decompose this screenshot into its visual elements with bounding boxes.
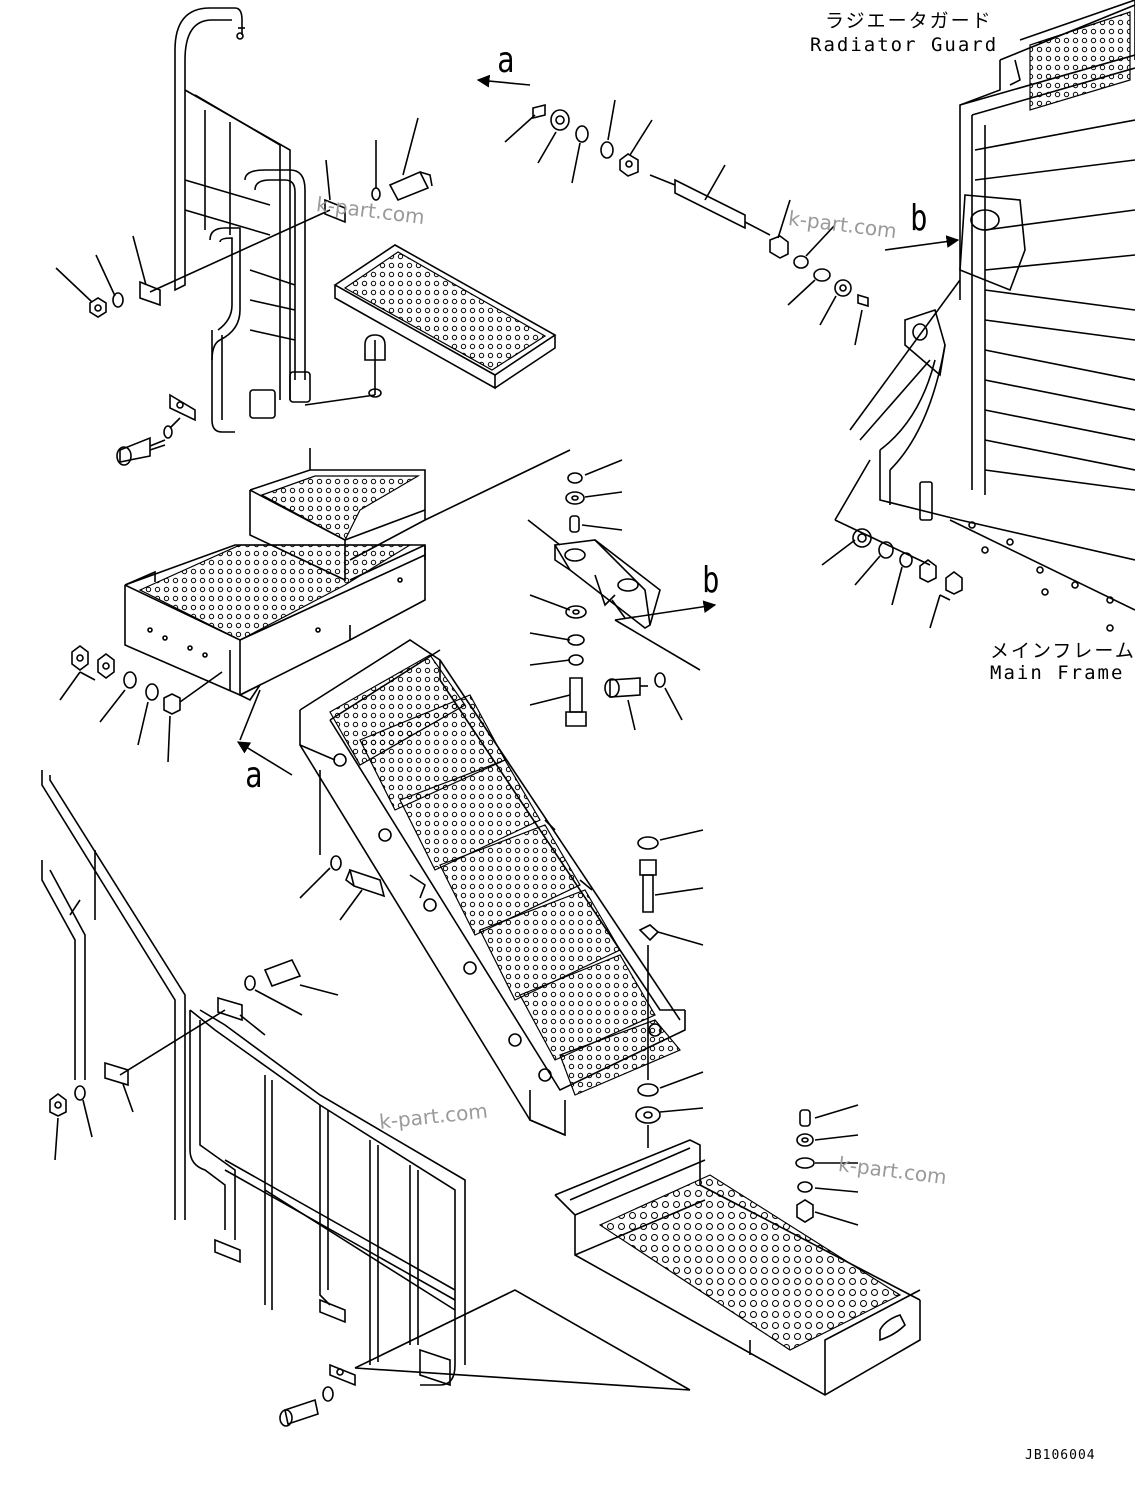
stairs: [299, 639, 686, 1137]
radiator-guard: [834, 0, 1135, 632]
reference-a-top: a: [497, 40, 515, 81]
bolt-left-1: [116, 417, 181, 466]
bracket-fasteners: [529, 459, 683, 731]
rod-assembly: [504, 99, 869, 346]
right-fasteners: [821, 519, 963, 629]
main-frame-label-jp: メインフレーム: [990, 640, 1135, 662]
reference-a-bottom: a: [245, 755, 263, 796]
radiator-guard-label-jp: ラジエータガード: [825, 10, 993, 32]
reference-b-bracket: b: [702, 560, 720, 601]
radiator-guard-label-en: Radiator Guard: [810, 34, 999, 56]
bolt-mid: [299, 770, 386, 921]
main-box-platform: [124, 448, 571, 702]
lower-left-fasteners: [49, 959, 339, 1161]
main-frame-label-en: Main Frame: [990, 662, 1125, 684]
lower-handrail: [41, 770, 466, 1387]
bracket: [527, 519, 717, 671]
upper-handrail: [169, 7, 311, 433]
mid-left-fasteners: [59, 645, 223, 763]
upper-platform: [304, 244, 557, 406]
lower-center-fasteners: [635, 829, 704, 1148]
drawing-code: JB106004: [1025, 1448, 1096, 1463]
lower-right-fasteners: [795, 1104, 859, 1226]
bolt-bottom: [279, 1289, 691, 1427]
upper-left-fasteners: [55, 117, 433, 318]
lower-step: [554, 1139, 921, 1396]
reference-b-right: b: [910, 198, 928, 239]
